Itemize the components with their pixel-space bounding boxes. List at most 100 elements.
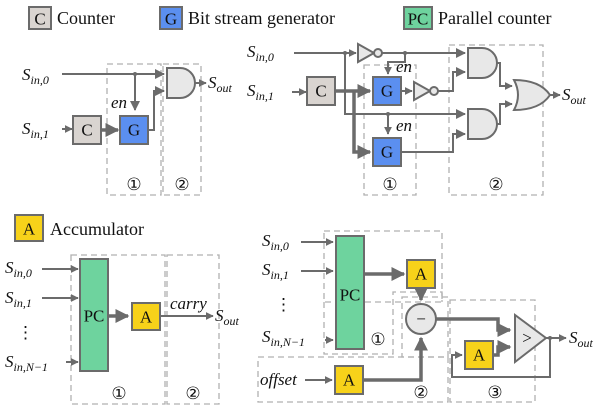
en-label-1: en	[396, 57, 412, 76]
input-s-in0-label: Sin,0	[262, 231, 289, 253]
wire-accumulator3-to-comparator	[493, 340, 512, 357]
stage-1-region-lower	[323, 291, 443, 355]
stage-2-region	[166, 254, 220, 405]
generator-swatch-letter: G	[165, 10, 177, 29]
ellipsis-vdots: ⋮	[17, 323, 34, 342]
inverter-1-bubble	[373, 48, 383, 58]
input-s-in0-label: Sin,0	[5, 258, 32, 280]
and-gate-1	[467, 47, 498, 79]
ellipsis-vdots: ⋮	[275, 295, 292, 314]
input-s-in0-label: Sin,0	[22, 65, 49, 87]
input-s-in0-label: Sin,0	[247, 42, 274, 64]
or-gate	[512, 78, 552, 112]
panel-top-right: Sin,0 Sin,1 en en C G G	[247, 42, 587, 196]
stage-1-region	[363, 64, 417, 196]
stage-2-region	[162, 63, 202, 196]
input-s-in1-label: Sin,1	[22, 119, 49, 141]
stage-2-label: ②	[413, 383, 428, 402]
en-label: en	[111, 93, 127, 112]
counter-swatch-letter: C	[34, 10, 45, 29]
parallel-counter-swatch	[403, 6, 433, 30]
counter-block-letter: C	[315, 82, 326, 101]
generator-block-1	[372, 76, 402, 106]
input-s-inN-label: Sin,N−1	[5, 352, 48, 374]
inverter-1	[357, 42, 377, 64]
en-label-2: en	[396, 116, 412, 135]
input-s-in1-label: Sin,1	[262, 260, 289, 282]
accumulator-block-3	[464, 340, 494, 370]
parallel-counter-block	[79, 258, 109, 372]
wire-in0-to-and2	[344, 53, 466, 119]
wire-offset-accumulator-to-subtractor	[363, 336, 428, 382]
legend-parallel-counter: PC Parallel counter	[403, 6, 551, 30]
stage-2-label: ②	[488, 175, 503, 194]
accumulator-block-letter: A	[140, 308, 153, 327]
generator-block-2-letter: G	[381, 143, 393, 162]
wire-inverter2-to-and1	[438, 67, 466, 92]
panel-bottom-left: Sin,0 Sin,1 ⋮ Sin,N−1 PC A carry Sout ① …	[5, 254, 240, 405]
legend-generator: G Bit stream generator	[159, 6, 335, 30]
carry-label: carry	[170, 294, 207, 313]
subtractor-symbol: −	[416, 310, 426, 329]
wire-en-1	[384, 53, 406, 75]
accumulator-block-2	[334, 365, 364, 395]
input-s-in1-label: Sin,1	[5, 288, 32, 310]
accumulator-block-2-letter: A	[343, 371, 356, 390]
stage-2-region-lower	[257, 356, 449, 403]
offset-label: offset	[260, 370, 298, 389]
generator-block-1-letter: G	[381, 82, 393, 101]
inverter-2-bubble	[429, 86, 439, 96]
inverter-2	[413, 80, 433, 102]
output-s-out-label: Sout	[569, 328, 594, 350]
generator-block-2	[372, 137, 402, 167]
wire-and1-to-or	[497, 62, 513, 90]
comparator	[514, 313, 548, 365]
junction-dot	[133, 72, 137, 76]
output-s-out-label: Sout	[215, 306, 240, 328]
wire-generator2-to-and2	[401, 129, 466, 153]
stage-1-label: ①	[382, 175, 397, 194]
generator-legend-label: Bit stream generator	[188, 8, 335, 28]
generator-block-letter: G	[128, 121, 140, 140]
parallel-counter-block-letter: PC	[340, 286, 361, 305]
stage-3-region	[449, 299, 536, 403]
counter-block-letter: C	[81, 121, 92, 140]
counter-swatch	[28, 6, 52, 30]
stage-1-label: ①	[111, 384, 126, 403]
legend-accumulator: A Accumulator	[14, 214, 144, 242]
output-s-out-label: Sout	[562, 85, 587, 107]
parallel-counter-legend-label: Parallel counter	[438, 8, 551, 28]
stage-1-label: ①	[370, 330, 385, 349]
stage-2-label: ②	[185, 384, 200, 403]
parallel-counter-block	[335, 235, 365, 350]
accumulator-block-3-letter: A	[473, 346, 486, 365]
accumulator-swatch	[14, 214, 44, 242]
stage-1-label: ①	[126, 175, 141, 194]
input-s-in1-label: Sin,1	[247, 81, 274, 103]
stage-1-region	[70, 254, 166, 405]
accumulator-swatch-letter: A	[23, 220, 36, 239]
output-s-out-label: Sout	[208, 73, 233, 95]
wire-feedback-to-accumulator3	[451, 338, 551, 378]
wire-and2-to-or	[497, 100, 513, 125]
stage-3-label: ③	[487, 383, 502, 402]
parallel-counter-swatch-letter: PC	[408, 10, 429, 29]
wire-subtractor-to-comparator	[436, 317, 512, 337]
panel-bottom-right: Sin,0 Sin,1 ⋮ Sin,N−1 PC ① A − offset A …	[257, 230, 594, 403]
stage-2-region	[448, 44, 544, 196]
wire-generator-to-and	[148, 86, 165, 131]
accumulator-block-1-letter: A	[415, 265, 428, 284]
parallel-counter-block-letter: PC	[84, 307, 105, 326]
counter-legend-label: Counter	[57, 8, 115, 28]
generator-swatch	[159, 6, 183, 30]
input-s-inN-label: Sin,N−1	[262, 327, 305, 349]
legend-counter: C Counter	[28, 6, 115, 30]
comparator-symbol: >	[522, 329, 532, 348]
panel-top-left: Sin,0 Sin,1 en C G Sout ① ②	[22, 63, 233, 196]
and-gate	[166, 67, 196, 99]
and-gate-2	[467, 108, 498, 140]
wire-counter-to-generator-2	[352, 91, 372, 159]
accumulator-legend-label: Accumulator	[50, 219, 144, 239]
stage-1-region-upper	[323, 230, 443, 303]
